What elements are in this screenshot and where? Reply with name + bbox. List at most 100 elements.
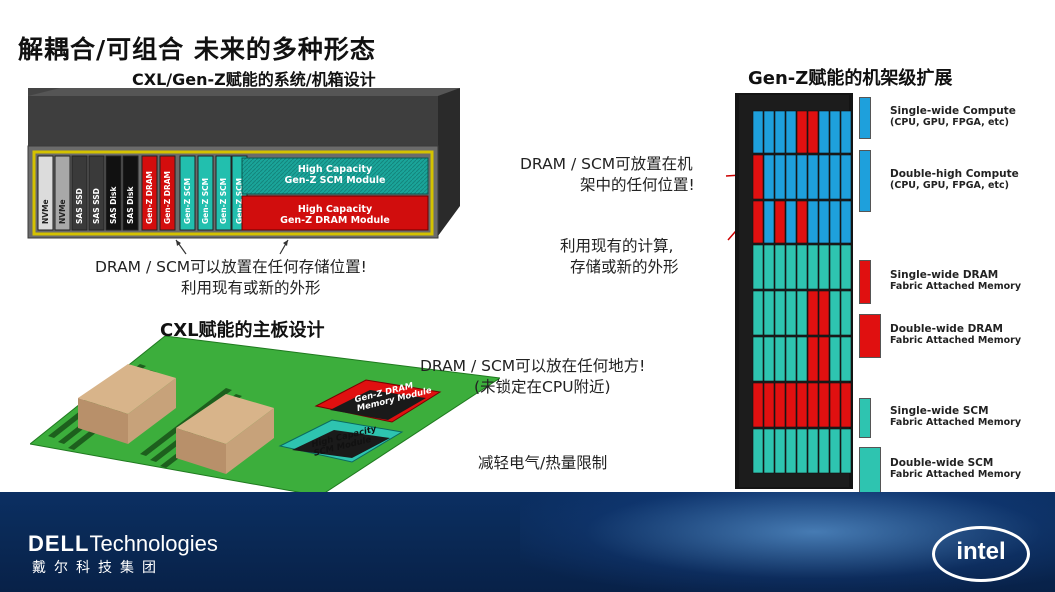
legend-item-desc: (CPU, GPU, FPGA, etc) — [890, 117, 1009, 128]
chassis-scm-line2: Gen-Z SCM Module — [284, 175, 386, 186]
chassis-slot — [141, 155, 158, 231]
chassis-side — [438, 88, 460, 236]
rack-unit — [796, 110, 808, 154]
motherboard-title: CXL赋能的主板设计 — [160, 320, 325, 341]
chassis-slot-label: SAS SSD — [75, 188, 84, 224]
chassis-arrows — [175, 239, 289, 255]
chassis-slot-label: NVMe — [58, 199, 67, 224]
rack-unit — [763, 428, 775, 474]
rack-unit — [763, 200, 775, 244]
rack-unit — [785, 200, 797, 244]
rack-unit — [785, 382, 797, 428]
rack-unit — [774, 110, 786, 154]
motherboard-note: DRAM / SCM可以放在任何地方! (未锁定在CPU附近) — [420, 356, 645, 398]
rack-unit — [829, 200, 841, 244]
legend-item-desc: Fabric Attached Memory — [890, 469, 1022, 480]
rack-unit — [818, 244, 830, 290]
rack-unit — [774, 244, 786, 290]
rack-unit — [774, 382, 786, 428]
motherboard-diagram — [30, 336, 500, 496]
rack-unit — [752, 200, 764, 244]
intel-logo: intel — [932, 526, 1030, 582]
rack-unit — [763, 382, 775, 428]
rack-unit — [807, 382, 819, 428]
rack-unit — [818, 110, 830, 154]
rack-unit — [840, 110, 852, 154]
rack-unit — [752, 110, 764, 154]
dell-brand: DELL — [28, 531, 90, 556]
chassis-slot — [122, 155, 139, 231]
legend-item-title: Single-wide Compute — [890, 105, 1016, 117]
rack-unit — [763, 244, 775, 290]
rack-title: Gen-Z赋能的机架级扩展 — [748, 68, 953, 89]
rack-unit — [796, 200, 808, 244]
chassis-slot-label: Gen-Z DRAM — [145, 171, 154, 224]
legend-swatch — [859, 97, 871, 139]
rack-unit — [807, 336, 819, 382]
legend-item: Single-wide Compute(CPU, GPU, FPGA, etc) — [890, 105, 1016, 128]
legend-item-desc: Fabric Attached Memory — [890, 281, 1022, 292]
legend-item-title: Double-wide DRAM — [890, 323, 1003, 335]
rack-unit — [840, 290, 852, 336]
motherboard-note-line2: (未锁定在CPU附近) — [474, 378, 611, 396]
chassis-dram-line1: High Capacity — [297, 204, 373, 215]
rack-unit — [785, 244, 797, 290]
rack-unit — [840, 428, 852, 474]
rack-unit — [796, 336, 808, 382]
rack-units — [752, 110, 852, 474]
rack-unit — [752, 290, 764, 336]
rack-unit — [752, 336, 764, 382]
rack-unit — [785, 290, 797, 336]
chassis-slot — [54, 155, 71, 231]
legend-swatch — [859, 260, 871, 304]
rack-unit — [829, 154, 841, 200]
rack-note2-line2: 存储或新的外形 — [570, 258, 679, 276]
chassis-subtitle: CXL/Gen-Z赋能的系统/机箱设计 — [132, 70, 376, 89]
chassis-slot — [105, 155, 122, 231]
rack-note2-line1: 利用现有的计算, — [560, 237, 674, 255]
dell-tech: Technologies — [89, 531, 218, 556]
legend-item-desc: Fabric Attached Memory — [890, 417, 1022, 428]
rack-note1-line1: DRAM / SCM可放置在机 — [520, 155, 693, 173]
chassis-dram-module — [241, 195, 429, 231]
rack-unit — [807, 428, 819, 474]
rack-unit — [763, 336, 775, 382]
rack-unit — [752, 428, 764, 474]
rack-unit — [774, 428, 786, 474]
rack-unit — [752, 244, 764, 290]
rack-unit — [829, 428, 841, 474]
rack-unit — [829, 110, 841, 154]
rack-note1-line2: 架中的任何位置! — [580, 176, 695, 194]
dell-subtitle: 戴尔科技集团 — [32, 560, 164, 576]
rack-unit — [840, 244, 852, 290]
rack-unit — [785, 110, 797, 154]
chassis-dram-line2: Gen-Z DRAM Module — [280, 215, 390, 226]
rack-unit — [840, 154, 852, 200]
cpu-heatsink-2 — [176, 394, 274, 474]
chassis-slot-label: SAS SSD — [92, 188, 101, 224]
motherboard-note2: 减轻电气/热量限制 — [478, 454, 608, 472]
chassis-slot — [197, 155, 214, 231]
legend-swatch — [859, 398, 871, 438]
chassis-slot — [215, 155, 232, 231]
rack-unit — [807, 154, 819, 200]
rack-unit — [796, 154, 808, 200]
rack-unit — [785, 336, 797, 382]
rack-unit — [818, 200, 830, 244]
rack-unit — [807, 110, 819, 154]
rack-unit — [763, 154, 775, 200]
rack-unit — [785, 428, 797, 474]
chassis-slot — [159, 155, 176, 231]
rack-unit — [829, 244, 841, 290]
rack-unit — [796, 244, 808, 290]
rack-unit — [774, 200, 786, 244]
legend-item: Double-high Compute(CPU, GPU, FPGA, etc) — [890, 168, 1019, 191]
rack-unit — [840, 336, 852, 382]
chassis-note-line1: DRAM / SCM可以放置在任何存储位置! — [95, 258, 367, 276]
rack-unit — [818, 382, 830, 428]
chassis-slot — [179, 155, 196, 231]
